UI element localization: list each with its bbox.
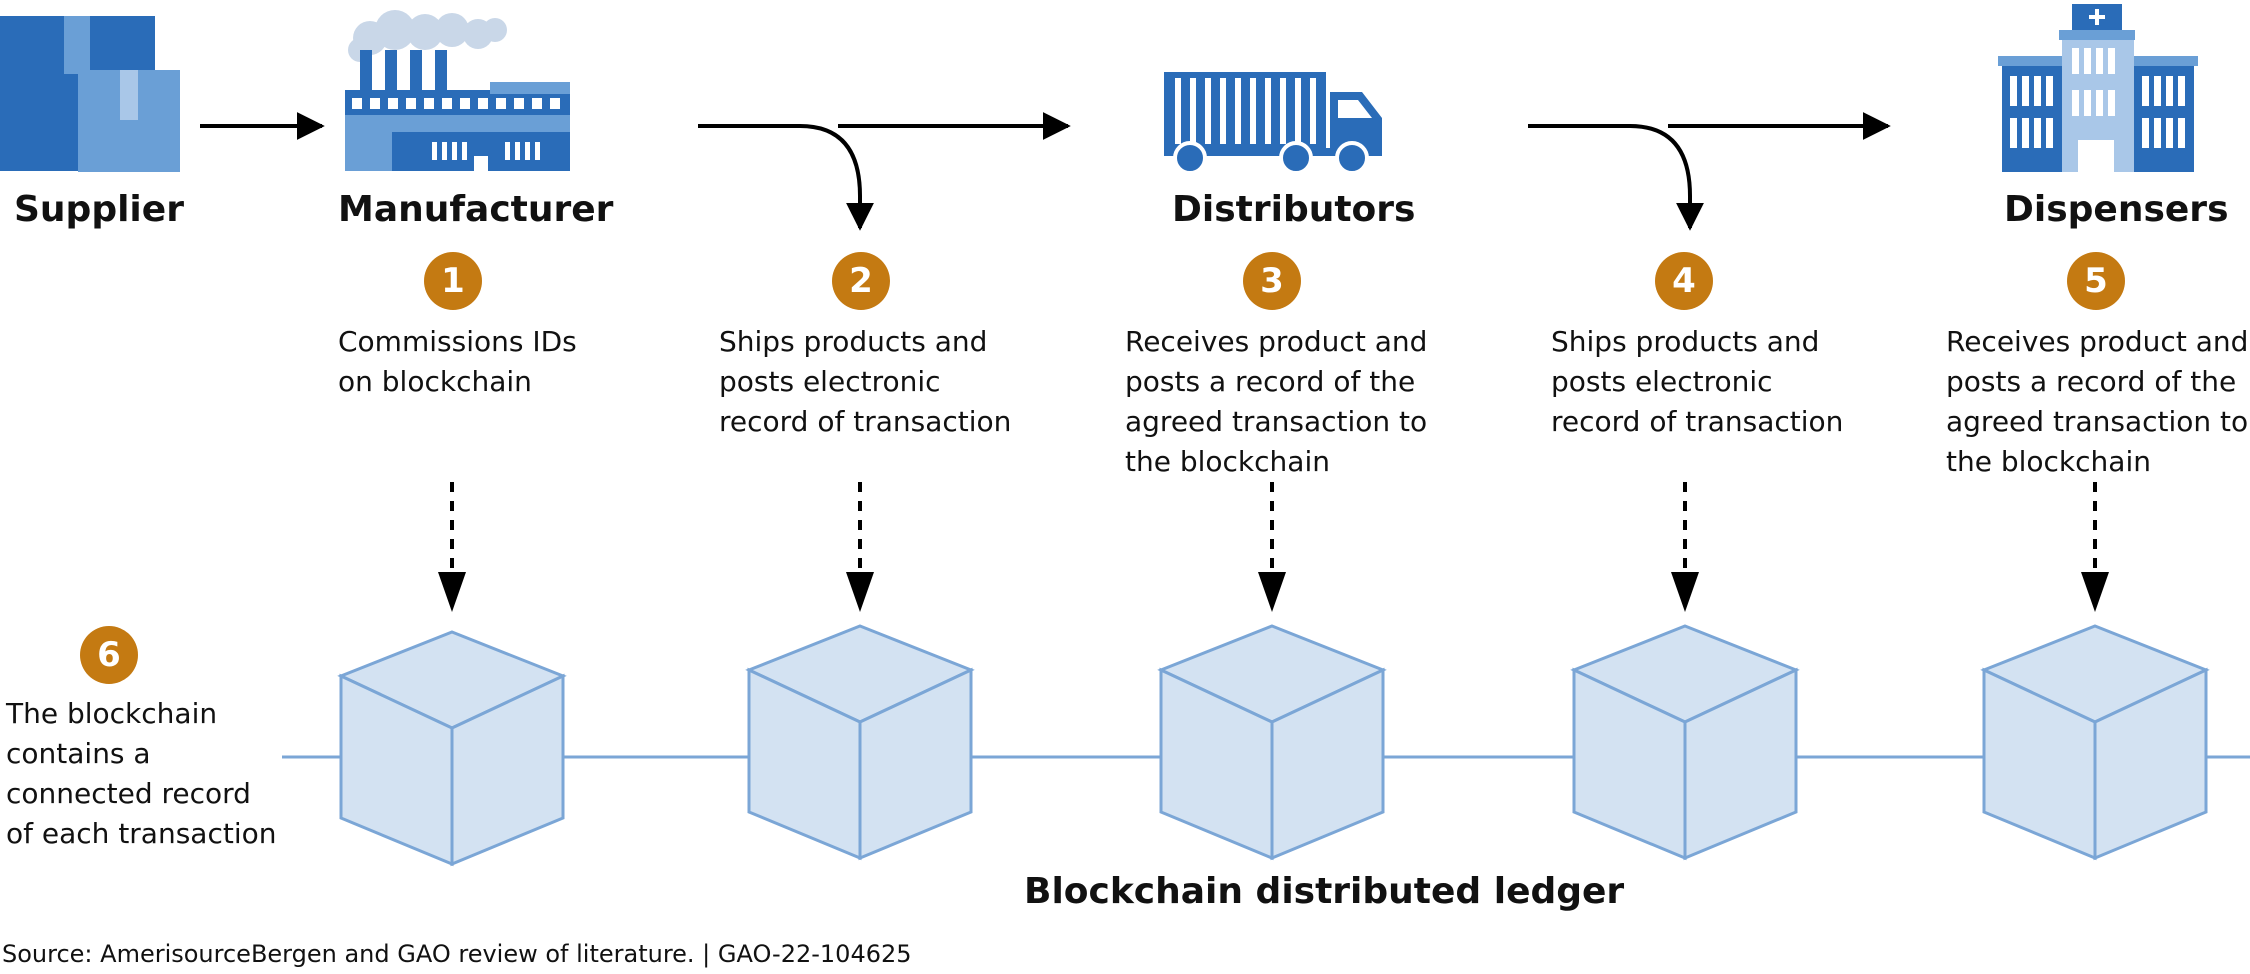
- ledger-title: Blockchain distributed ledger: [1024, 871, 1625, 912]
- actor-label-manufacturer: Manufacturer: [338, 189, 614, 230]
- step-badge-4: 4: [1655, 252, 1713, 310]
- dotted-arrow-4: [1671, 482, 1699, 612]
- cube-icon: [337, 630, 567, 867]
- cube-icon: [1570, 624, 1800, 861]
- step-badge-6: 6: [80, 626, 138, 684]
- branch-arrow-2: [698, 112, 1071, 231]
- step-text-3: Receives product and posts a record of t…: [1125, 325, 1428, 478]
- dotted-arrow-1: [438, 482, 466, 612]
- source-note: Source: AmerisourceBergen and GAO review…: [2, 940, 912, 968]
- cube-icon: [745, 624, 975, 861]
- cube-icon: [1980, 624, 2210, 861]
- truck-icon: [1164, 72, 1382, 175]
- actor-label-dispensers: Dispensers: [2004, 189, 2229, 230]
- step-text-1: Commissions IDs on blockchain: [338, 325, 577, 398]
- step-badge-2: 2: [832, 252, 890, 310]
- cube-icon: [1157, 624, 1387, 861]
- hospital-icon: [1998, 4, 2198, 172]
- factory-icon: [345, 10, 570, 171]
- step-text-6: The blockchain contains a connected reco…: [6, 697, 277, 850]
- boxes-icon: [0, 16, 180, 172]
- dotted-arrow-3: [1258, 482, 1286, 612]
- step-badge-3: 3: [1243, 252, 1301, 310]
- actor-label-supplier: Supplier: [14, 189, 184, 230]
- branch-arrow-4: [1528, 112, 1891, 231]
- actor-label-distributors: Distributors: [1172, 189, 1416, 230]
- step-text-2: Ships products and posts electronic reco…: [719, 325, 1012, 438]
- dotted-arrow-5: [2081, 482, 2109, 612]
- step-text-5: Receives product and posts a record of t…: [1946, 325, 2249, 478]
- dotted-arrow-2: [846, 482, 874, 612]
- step-text-4: Ships products and posts electronic reco…: [1551, 325, 1844, 438]
- step-badge-5: 5: [2067, 252, 2125, 310]
- step-badge-1: 1: [424, 252, 482, 310]
